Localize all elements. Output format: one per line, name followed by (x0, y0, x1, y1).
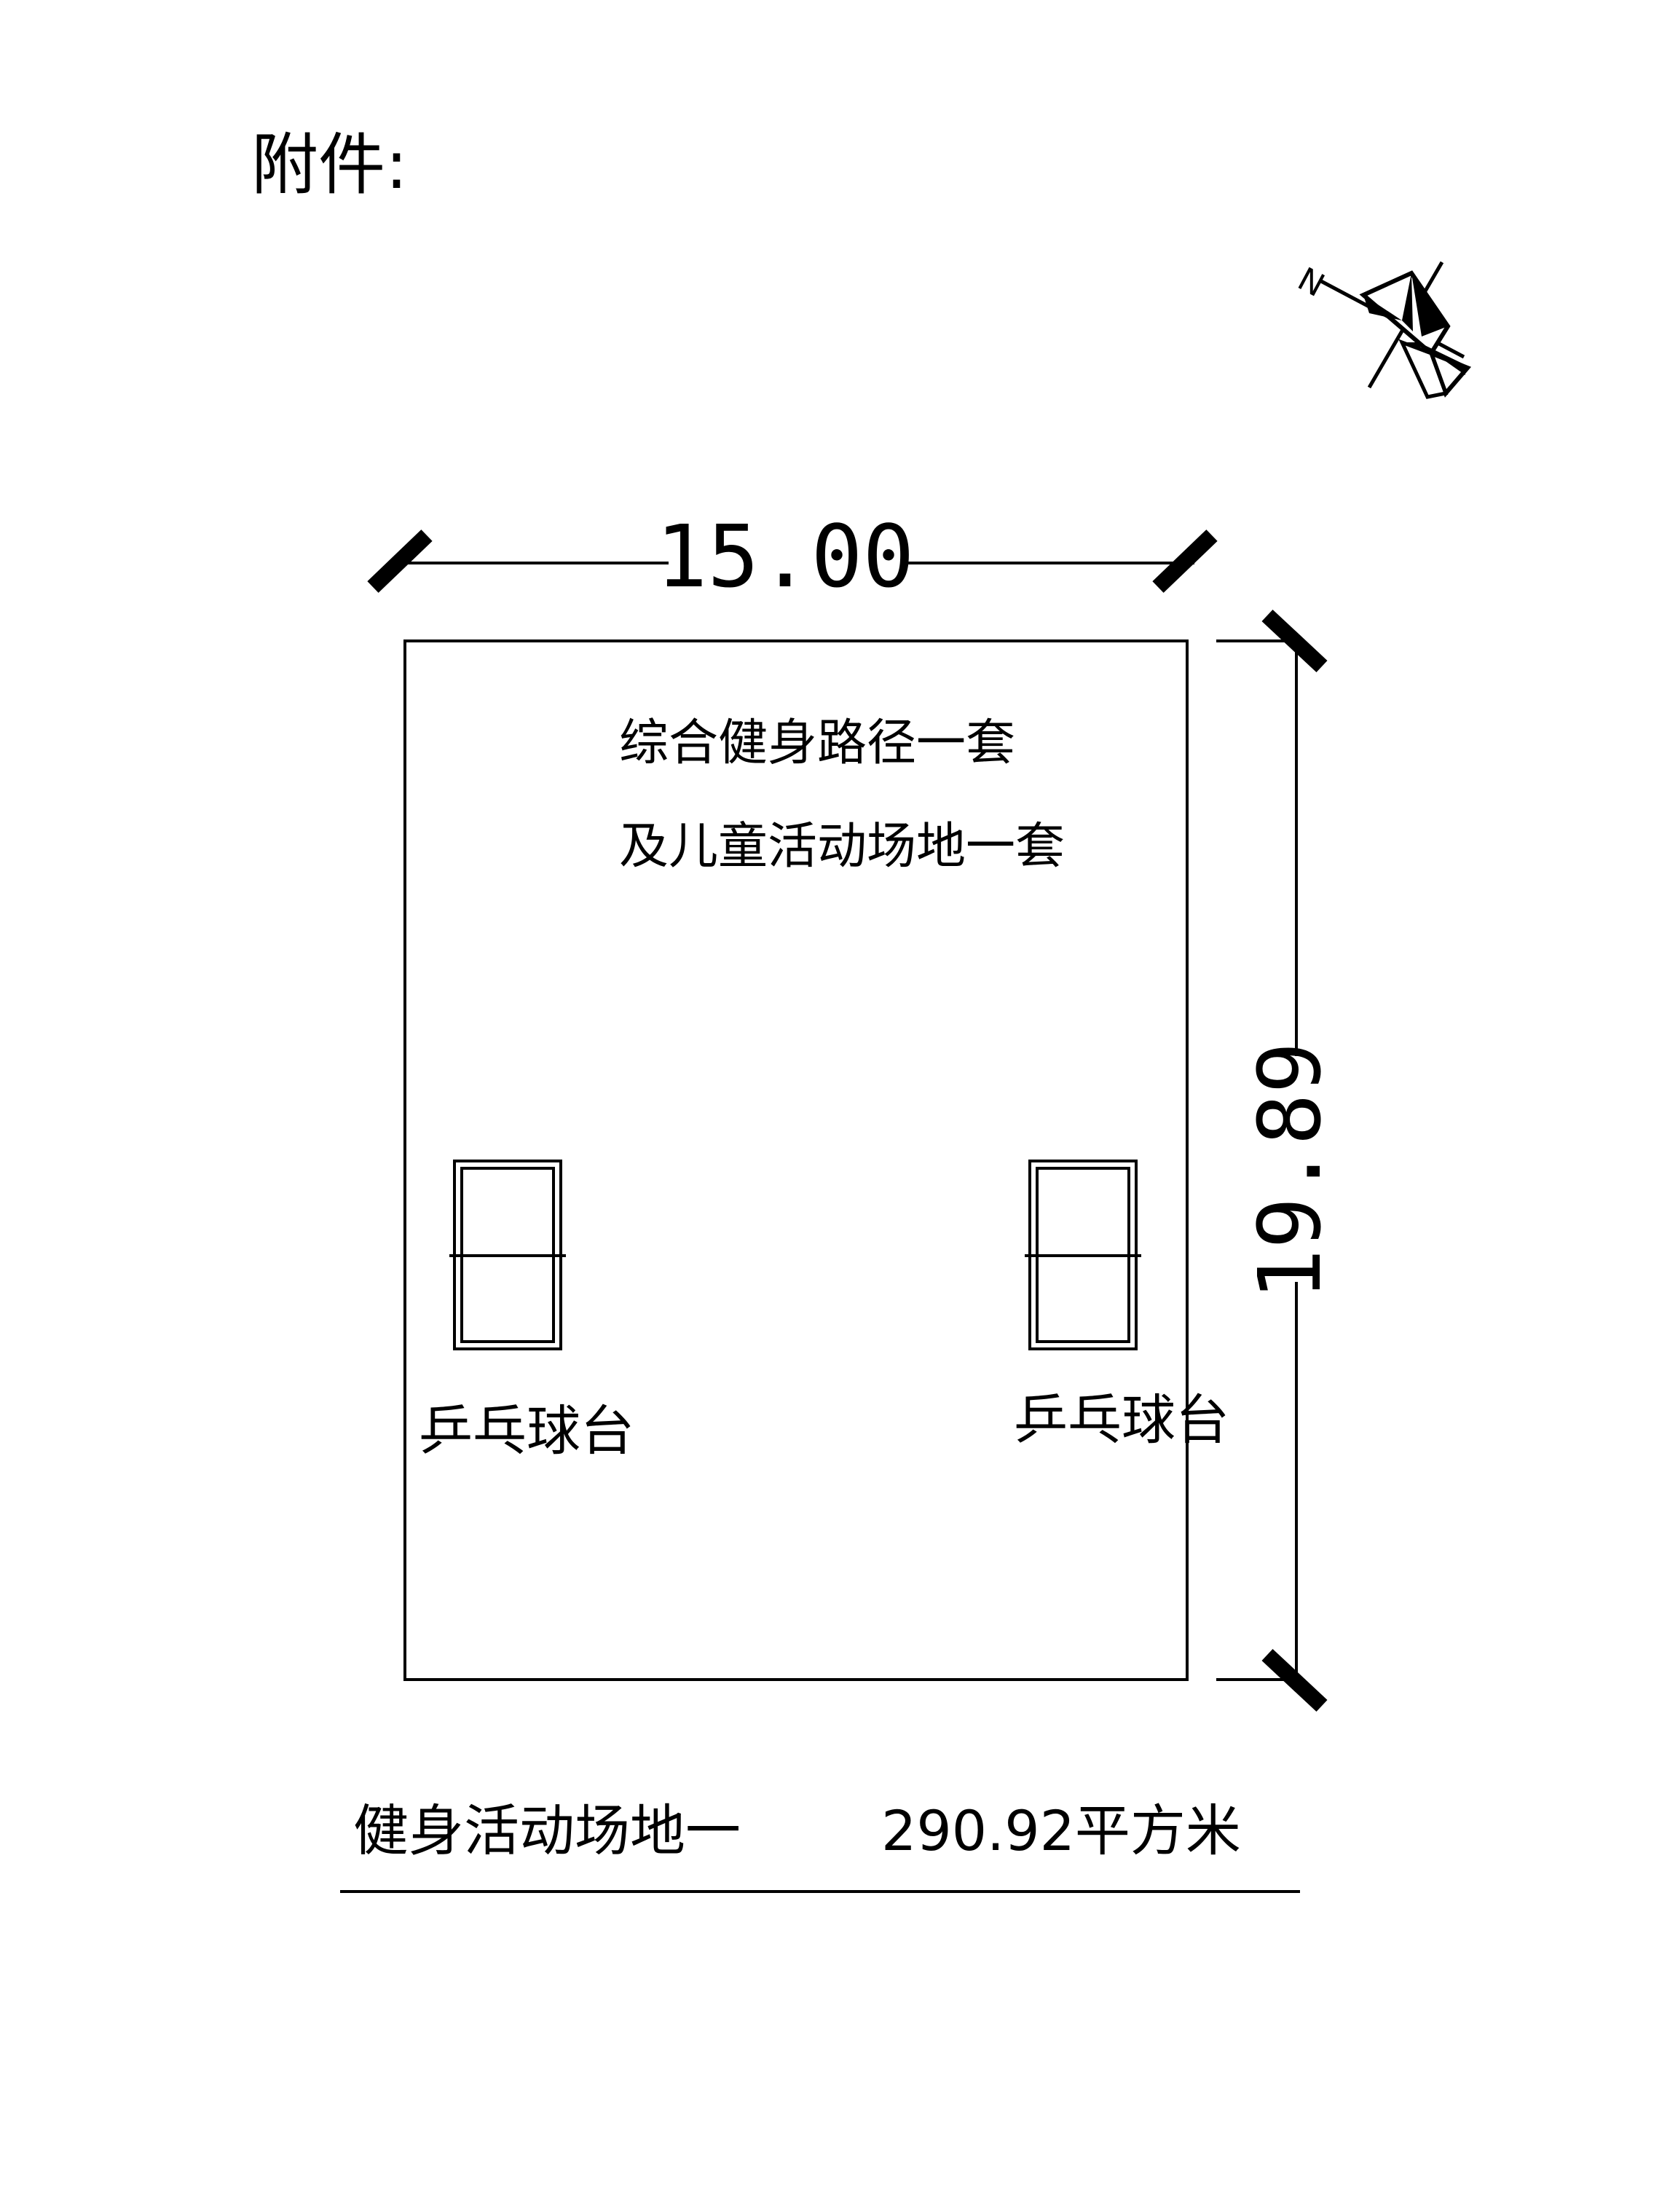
footer-area: 290.92平方米 (881, 1798, 1241, 1863)
left-table-label: 乒乓球台 (419, 1400, 634, 1463)
north-arrow-icon: N (1292, 261, 1472, 399)
site-boundary (403, 639, 1189, 1681)
site-description-line1: 综合健身路径一套 (619, 715, 1015, 772)
right-ping-pong-table (1025, 1160, 1141, 1350)
site-description-line2: 及儿童活动场地一套 (619, 818, 1065, 875)
height-dimension-value: 19.89 (1240, 1042, 1340, 1300)
height-dimension: 19.89 (1216, 609, 1340, 1712)
attachment-label: 附件: (251, 126, 408, 204)
north-label: N (1292, 261, 1331, 304)
width-dimension: 15.00 (367, 506, 1218, 607)
left-ping-pong-table (449, 1160, 566, 1350)
footer-site-name: 健身活动场地一 (353, 1798, 741, 1863)
width-dimension-value: 15.00 (655, 506, 914, 607)
right-table-label: 乒乓球台 (1014, 1389, 1229, 1452)
